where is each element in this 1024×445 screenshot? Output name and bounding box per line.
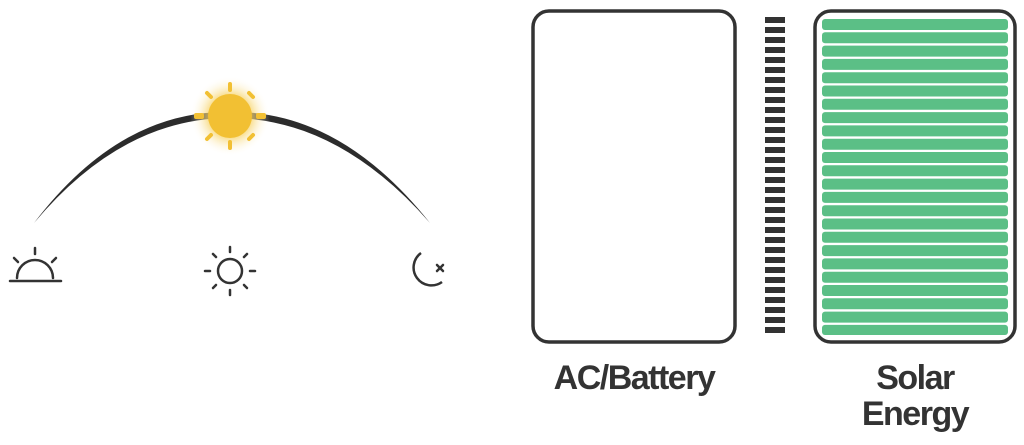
solar-fill-bar bbox=[822, 58, 1008, 70]
solar-fill-bar bbox=[822, 125, 1008, 137]
midday-sun-icon bbox=[203, 245, 257, 297]
connector-dash bbox=[765, 37, 785, 43]
connector-dash bbox=[765, 97, 785, 103]
solar-fill-bar bbox=[822, 32, 1008, 44]
solar-fill-bar bbox=[822, 271, 1008, 283]
connector-dash bbox=[765, 87, 785, 93]
night-moon-icon bbox=[412, 251, 445, 287]
solar-fill-bar bbox=[822, 19, 1008, 30]
connector-dash bbox=[765, 107, 785, 113]
solar-fill-bar bbox=[822, 112, 1008, 124]
connector-dash bbox=[765, 267, 785, 273]
solar-fill-bar bbox=[822, 138, 1008, 150]
solar-fill-bar bbox=[822, 285, 1008, 296]
connector-dash bbox=[765, 67, 785, 73]
connector-dash bbox=[765, 197, 785, 203]
solar-fill-bar bbox=[822, 152, 1008, 163]
connector-dash bbox=[765, 77, 785, 83]
solar-fill-bar bbox=[822, 245, 1008, 257]
solar-fill-bar bbox=[822, 311, 1008, 323]
ac-battery-box bbox=[531, 9, 737, 344]
solar-fill-bar bbox=[822, 231, 1008, 243]
solar-fill-bar bbox=[822, 178, 1008, 190]
connector-dash bbox=[765, 47, 785, 53]
ac-battery-label: AC/Battery bbox=[553, 359, 716, 397]
connector-dash bbox=[765, 137, 785, 143]
connector-dash bbox=[765, 117, 785, 123]
solar-fill-bar bbox=[822, 45, 1008, 57]
connector-dashes bbox=[765, 17, 785, 333]
solar-fill-bar bbox=[822, 85, 1008, 97]
sun-icon bbox=[190, 76, 270, 156]
solar-fill-bar bbox=[822, 298, 1008, 310]
connector-dash bbox=[765, 57, 785, 63]
sun-path-arc bbox=[34, 111, 430, 223]
connector-dash bbox=[765, 317, 785, 323]
connector-dash bbox=[765, 167, 785, 173]
connector-dash bbox=[765, 187, 785, 193]
solar-fill-bar bbox=[822, 218, 1008, 230]
connector-dash bbox=[765, 277, 785, 283]
connector-dash bbox=[765, 247, 785, 253]
solar-fill-bar bbox=[822, 258, 1008, 270]
connector-dash bbox=[765, 257, 785, 263]
solar-fill-bar bbox=[822, 324, 1008, 335]
solar-fill-bars bbox=[822, 19, 1008, 335]
connector-dash bbox=[765, 217, 785, 223]
connector-dash bbox=[765, 327, 785, 333]
connector-dash bbox=[765, 237, 785, 243]
connector-dash bbox=[765, 227, 785, 233]
solar-fill-bar bbox=[822, 98, 1008, 110]
connector-dash bbox=[765, 147, 785, 153]
connector-dash bbox=[765, 17, 785, 23]
sunrise-icon bbox=[8, 246, 63, 283]
connector-dash bbox=[765, 127, 785, 133]
solar-label-line2: Energy bbox=[861, 395, 970, 433]
connector-dash bbox=[765, 307, 785, 313]
connector-dash bbox=[765, 27, 785, 33]
connector-dash bbox=[765, 157, 785, 163]
connector-dash bbox=[765, 297, 785, 303]
solar-label-line1: Solar bbox=[876, 359, 955, 397]
connector-dash bbox=[765, 177, 785, 183]
solar-fill-bar bbox=[822, 191, 1008, 203]
solar-fill-bar bbox=[822, 72, 1008, 84]
connector-dash bbox=[765, 287, 785, 293]
solar-fill-bar bbox=[822, 205, 1008, 217]
solar-fill-bar bbox=[822, 165, 1008, 177]
solar-energy-label: Solar Energy bbox=[815, 360, 1015, 432]
connector-dash bbox=[765, 207, 785, 213]
